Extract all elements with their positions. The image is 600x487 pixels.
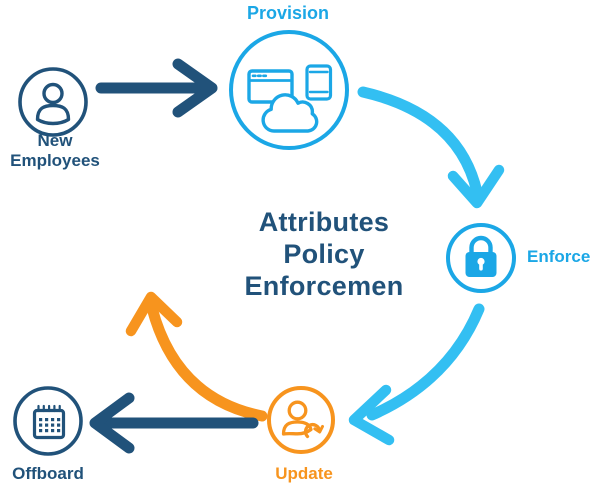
person-icon bbox=[35, 82, 71, 126]
arrow-update-cycle bbox=[125, 291, 268, 422]
enforce-circle bbox=[446, 223, 516, 293]
person-sync-icon bbox=[281, 400, 324, 439]
update-circle bbox=[267, 386, 335, 454]
calendar-icon bbox=[32, 404, 66, 440]
new-employees-circle bbox=[18, 67, 88, 137]
provision-node bbox=[229, 30, 349, 150]
enforce-node bbox=[446, 223, 516, 293]
new-employees-label-line1: New bbox=[37, 131, 73, 150]
smartphone-icon bbox=[305, 64, 333, 101]
arrow-new-employees-to-provision bbox=[95, 58, 218, 118]
diagram-title-line2: Policy bbox=[283, 239, 365, 269]
lock-icon bbox=[465, 235, 497, 277]
arrow-update-to-offboard bbox=[89, 392, 259, 454]
new-employees-node bbox=[18, 67, 88, 137]
offboard-node bbox=[13, 386, 83, 456]
update-node bbox=[267, 386, 335, 454]
new-employees-label-line2: Employees bbox=[10, 151, 100, 170]
diagram-title-line1: Attributes bbox=[258, 207, 390, 237]
diagram-title-line3: Enforcemen bbox=[244, 271, 404, 301]
enforce-label: Enforce bbox=[527, 247, 591, 266]
diagram-title: Attributes Policy Enforcemen bbox=[203, 206, 445, 302]
cloud-icon bbox=[261, 93, 319, 133]
arrow-enforce-to-update bbox=[348, 303, 485, 446]
browser-window-icon bbox=[247, 69, 294, 104]
update-label: Update bbox=[275, 464, 333, 483]
offboard-label: Offboard bbox=[12, 464, 84, 483]
arrow-provision-to-enforce bbox=[357, 86, 505, 209]
provision-label: Provision bbox=[246, 3, 330, 23]
provision-circle bbox=[229, 30, 349, 150]
offboard-circle bbox=[13, 386, 83, 456]
